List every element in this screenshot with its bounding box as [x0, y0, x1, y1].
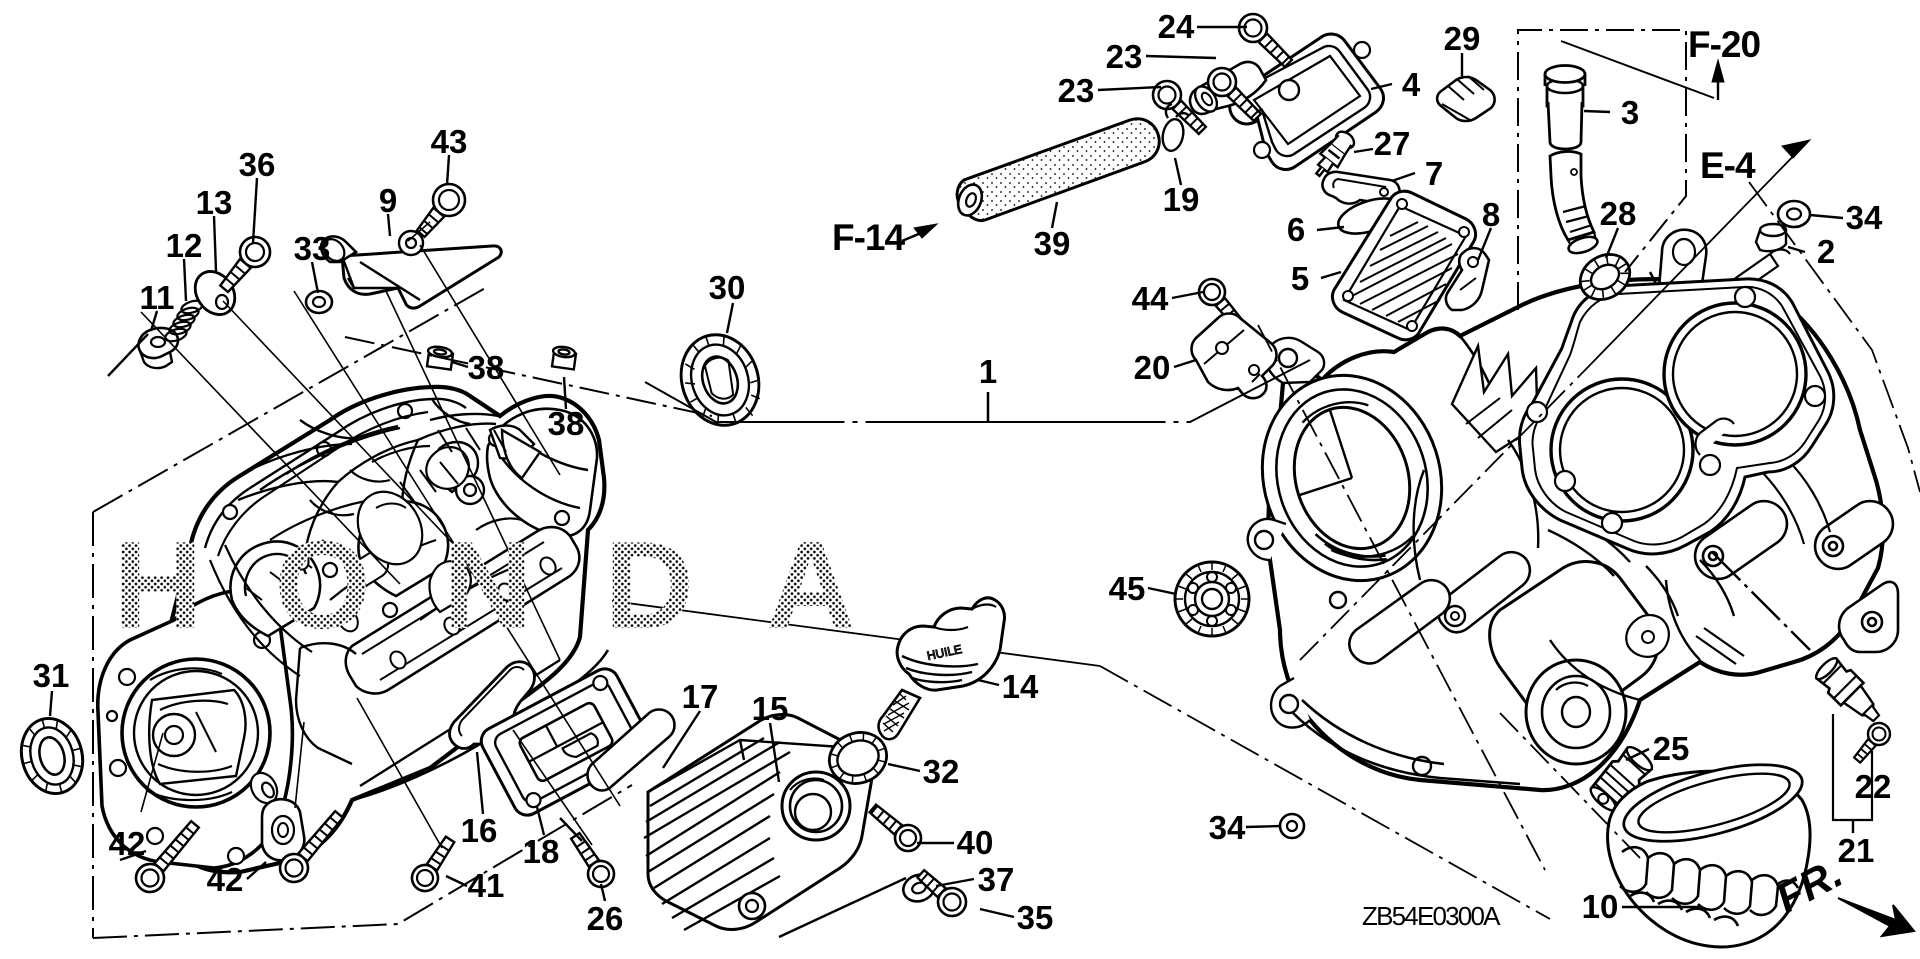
svg-text:25: 25 [1653, 730, 1690, 767]
svg-text:26: 26 [587, 900, 624, 937]
svg-text:33: 33 [294, 230, 331, 267]
svg-text:22: 22 [1855, 768, 1892, 805]
svg-text:15: 15 [752, 690, 789, 727]
svg-text:42: 42 [207, 861, 244, 898]
svg-text:5: 5 [1291, 260, 1309, 297]
svg-text:F-20: F-20 [1688, 24, 1761, 65]
svg-text:32: 32 [923, 753, 960, 790]
svg-text:37: 37 [978, 861, 1015, 898]
svg-text:4: 4 [1402, 66, 1421, 103]
svg-text:40: 40 [957, 824, 994, 861]
svg-text:7: 7 [1425, 155, 1443, 192]
svg-text:17: 17 [682, 678, 719, 715]
svg-text:45: 45 [1109, 570, 1146, 607]
svg-text:42: 42 [109, 825, 146, 862]
svg-text:23: 23 [1058, 72, 1095, 109]
svg-text:19: 19 [1163, 181, 1200, 218]
svg-text:3: 3 [1621, 94, 1639, 131]
svg-text:36: 36 [239, 146, 276, 183]
svg-text:14: 14 [1002, 668, 1039, 705]
svg-text:E-4: E-4 [1700, 145, 1756, 186]
svg-text:38: 38 [548, 405, 585, 442]
svg-text:41: 41 [468, 867, 505, 904]
svg-text:12: 12 [166, 227, 203, 264]
svg-text:43: 43 [431, 123, 468, 160]
svg-text:27: 27 [1374, 125, 1411, 162]
svg-text:10: 10 [1582, 888, 1619, 925]
svg-text:6: 6 [1287, 211, 1305, 248]
svg-text:34: 34 [1846, 199, 1883, 236]
svg-text:18: 18 [523, 833, 560, 870]
svg-text:35: 35 [1017, 899, 1054, 936]
svg-text:34: 34 [1209, 809, 1246, 846]
svg-text:2: 2 [1817, 233, 1835, 270]
svg-text:30: 30 [709, 269, 746, 306]
svg-text:1: 1 [979, 353, 997, 390]
svg-text:44: 44 [1132, 280, 1169, 317]
svg-text:13: 13 [196, 184, 233, 221]
svg-text:9: 9 [379, 182, 397, 219]
svg-text:38: 38 [468, 349, 505, 386]
svg-text:HONDA: HONDA [113, 517, 928, 655]
svg-text:11: 11 [140, 279, 175, 316]
svg-text:20: 20 [1134, 349, 1171, 386]
svg-text:28: 28 [1600, 195, 1637, 232]
svg-text:F-14: F-14 [832, 217, 906, 258]
svg-text:39: 39 [1034, 225, 1071, 262]
svg-text:21: 21 [1838, 832, 1875, 869]
svg-text:31: 31 [33, 657, 70, 694]
svg-text:16: 16 [461, 812, 498, 849]
svg-text:29: 29 [1444, 20, 1481, 57]
svg-text:24: 24 [1158, 8, 1195, 45]
svg-text:23: 23 [1106, 38, 1143, 75]
svg-text:8: 8 [1482, 196, 1500, 233]
svg-text:ZB54E0300A: ZB54E0300A [1362, 901, 1501, 931]
